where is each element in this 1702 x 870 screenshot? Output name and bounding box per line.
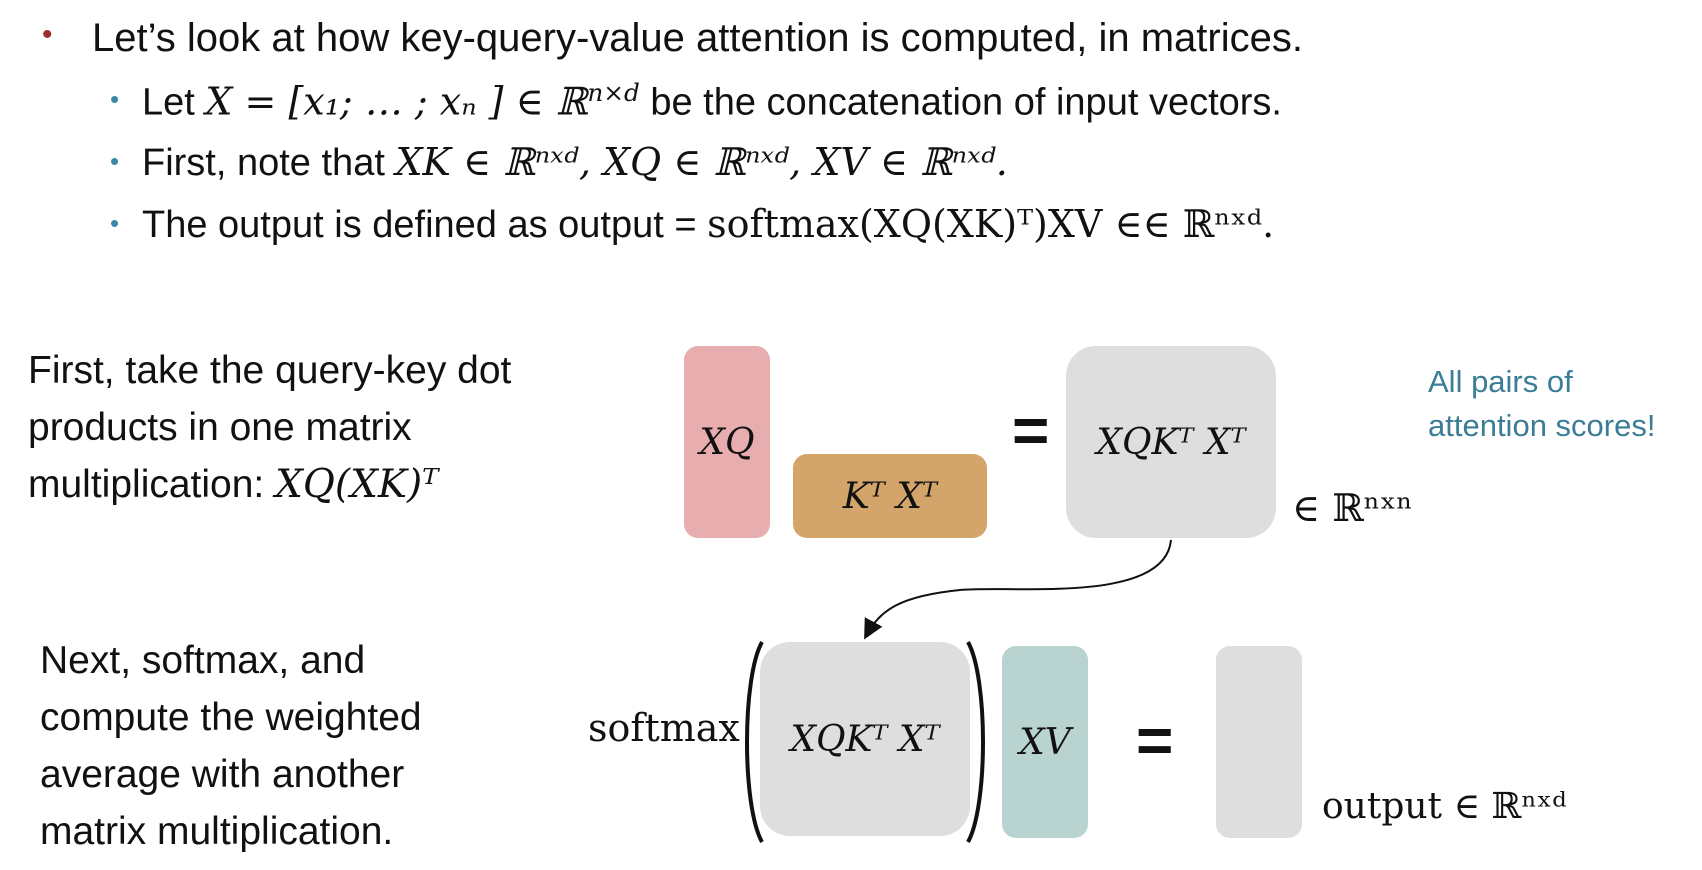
- kt-xt-matrix-label: Kᵀ Xᵀ: [842, 475, 938, 517]
- bullet-sub2-math: XK ∈ ℝⁿˣᵈ, XQ ∈ ℝⁿˣᵈ, XV ∈ ℝⁿˣᵈ.: [395, 140, 1008, 184]
- softmax-label: softmax: [588, 706, 740, 750]
- bullet-sub1-sup: n×d: [587, 78, 640, 107]
- step2-line1: Next, softmax, and: [40, 639, 366, 682]
- step1-line3-math: XQ(XK)ᵀ: [275, 462, 439, 507]
- xqkt-result-matrix: XQKᵀ Xᵀ: [1066, 346, 1276, 538]
- equals-sign-1: =: [1012, 394, 1050, 466]
- right-paren: [966, 641, 985, 843]
- bullet-sub3-math: softmax(XQ(XK)ᵀ)XV ∈∈ ℝⁿˣᵈ.: [707, 202, 1275, 246]
- bullet-sub1-lead: Let: [142, 81, 206, 124]
- bullet-dot-sub2: •: [110, 146, 120, 176]
- equals-sign-2: =: [1136, 704, 1174, 776]
- note-line2: attention scores!: [1428, 408, 1656, 443]
- bullet-sub3: The output is defined as output = softma…: [142, 202, 1274, 247]
- output-matrix: [1216, 646, 1302, 838]
- bullet-dot-sub1: •: [110, 84, 120, 114]
- bullet-sub1-tail: be the concatenation of input vectors.: [639, 81, 1282, 124]
- xv-matrix: XV: [1002, 646, 1088, 838]
- output-dimension: output ∈ ℝⁿˣᵈ: [1322, 786, 1567, 827]
- bullet-main-text: Let’s look at how key-query-value attent…: [92, 16, 1303, 60]
- result-dimension: ∈ ℝⁿˣⁿ: [1292, 486, 1413, 530]
- bullet-sub1-math: X = [x₁; … ; xₙ ] ∈ ℝ: [205, 79, 588, 124]
- bullet-main: Let’s look at how key-query-value attent…: [92, 16, 1303, 61]
- scores-matrix-label: XQKᵀ Xᵀ: [790, 718, 940, 760]
- step2-description: Next, softmax, and compute the weighted …: [40, 632, 422, 860]
- bullet-sub1: Let X = [x₁; … ; xₙ ] ∈ ℝn×d be the conc…: [142, 78, 1282, 125]
- bullet-sub3-lead: The output is defined as output =: [142, 204, 708, 246]
- note-line1: All pairs of: [1428, 364, 1573, 399]
- xv-matrix-label: XV: [1019, 721, 1071, 763]
- xq-matrix-label: XQ: [699, 421, 755, 463]
- step1-description: First, take the query-key dot products i…: [28, 342, 511, 513]
- step2-line3: average with another: [40, 753, 405, 796]
- step1-line3-lead: multiplication:: [28, 463, 276, 506]
- attention-scores-note: All pairs of attention scores!: [1428, 360, 1655, 448]
- step1-line2: products in one matrix: [28, 406, 412, 449]
- left-paren: [745, 641, 764, 843]
- xqkt-result-label: XQKᵀ Xᵀ: [1096, 421, 1246, 463]
- step2-line2: compute the weighted: [40, 696, 422, 739]
- bullet-dot-main: •: [42, 18, 53, 51]
- step1-line1: First, take the query-key dot: [28, 349, 512, 392]
- bullet-sub2: First, note that XK ∈ ℝⁿˣᵈ, XQ ∈ ℝⁿˣᵈ, X…: [142, 140, 1008, 185]
- bullet-sub2-lead: First, note that: [142, 142, 396, 184]
- scores-matrix: XQKᵀ Xᵀ: [760, 642, 970, 836]
- step1-line3: multiplication: XQ(XK)ᵀ: [28, 456, 511, 513]
- kt-xt-matrix: Kᵀ Xᵀ: [793, 454, 987, 538]
- xq-matrix: XQ: [684, 346, 770, 538]
- bullet-dot-sub3: •: [110, 208, 120, 238]
- step2-line4: matrix multiplication.: [40, 810, 394, 853]
